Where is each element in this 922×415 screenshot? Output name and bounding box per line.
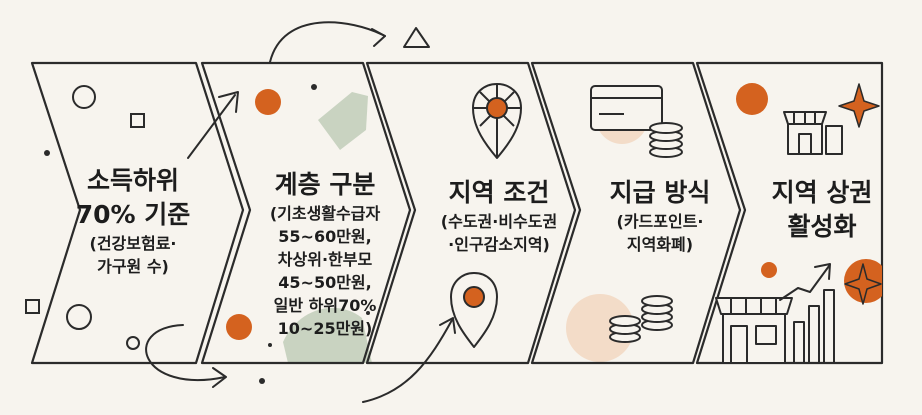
- sage-blob: [283, 307, 372, 363]
- orange-dot: [255, 89, 281, 115]
- outline-circle: [66, 304, 92, 330]
- step-5-title: 지역 상권: [771, 178, 873, 207]
- arrowhead: [439, 317, 456, 334]
- step-1-detail-line: 가구원 수): [97, 257, 169, 276]
- step-2-detail-line: 45~50만원,: [278, 273, 372, 292]
- step-1-label: 소득하위 70% 기준 (건강보험료· 가구원 수): [56, 164, 210, 278]
- storefront-icon: [783, 111, 843, 155]
- chevron-step-4: [530, 61, 742, 365]
- location-pin-icon: [450, 272, 498, 348]
- outline-circle: [72, 85, 96, 109]
- step-1-detail-line: (건강보험료·: [89, 234, 177, 253]
- storefront-icon: [715, 297, 793, 364]
- sage-blob: [318, 92, 368, 150]
- dot: [268, 343, 272, 347]
- step-2-detail-line: 차상위·한부모: [277, 250, 373, 269]
- outline-square: [25, 299, 40, 314]
- step-2-detail-line: (기초생활수급자: [269, 204, 381, 223]
- peach-blob: [566, 294, 634, 362]
- step-3-detail-line: (수도권·비수도권: [440, 212, 558, 231]
- sparkle-icon: [838, 83, 880, 128]
- dot: [311, 84, 317, 90]
- step-1-title-line-2: 70% 기준: [75, 200, 191, 229]
- arrowhead: [212, 367, 227, 388]
- curved-arrow-icon: [362, 319, 453, 403]
- step-2-detail-line: 55~60만원,: [278, 227, 372, 246]
- orange-dot: [226, 314, 252, 340]
- step-5-label: 지역 상권 활성화: [752, 176, 892, 244]
- step-4-detail-line: (카드포인트·: [616, 212, 704, 231]
- chevron-step-2: [200, 61, 412, 365]
- triangle-icon: [403, 27, 430, 48]
- chevron-step-3: [365, 61, 577, 365]
- credit-card-icon: [590, 85, 663, 131]
- step-4-title: 지급 방식: [609, 178, 711, 207]
- chevron-step-1: [30, 61, 245, 365]
- step-4-label: 지급 방식 (카드포인트· 지역화폐): [580, 176, 740, 256]
- outline-square: [130, 113, 145, 128]
- orange-dot: [761, 262, 777, 278]
- step-3-label: 지역 조건 (수도권·비수도권 ·인구감소지역): [418, 176, 580, 256]
- orange-dot: [736, 83, 768, 115]
- growth-chart-icon: [779, 263, 835, 364]
- curved-arrow-icon: [187, 94, 236, 159]
- step-2-detail-line: 일반 하위70%: [273, 296, 377, 315]
- dot: [366, 311, 370, 315]
- step-3-title: 지역 조건: [448, 178, 550, 207]
- curved-arrow-icon: [269, 21, 386, 63]
- outline-circle: [126, 336, 140, 350]
- coin-stack-icon: [609, 295, 673, 343]
- arrowhead: [371, 28, 386, 47]
- step-2-title: 계층 구분: [274, 170, 376, 199]
- coin-stack-icon: [649, 122, 683, 158]
- arrowhead: [218, 91, 239, 113]
- step-5-title-line-2: 활성화: [787, 212, 857, 241]
- dot: [259, 378, 265, 384]
- location-pin-icon: [472, 83, 522, 159]
- chevron-step-5: [695, 61, 884, 365]
- step-4-detail-line: 지역화폐): [626, 235, 694, 254]
- curved-arrow-icon: [145, 324, 226, 382]
- dot: [44, 150, 50, 156]
- step-3-detail-line: ·인구감소지역): [448, 235, 550, 254]
- step-2-detail-line: 10~25만원): [277, 319, 373, 338]
- step-1-title: 소득하위: [86, 166, 179, 195]
- step-2-label: 계층 구분 (기초생활수급자 55~60만원, 차상위·한부모 45~50만원,…: [240, 168, 410, 340]
- sparkle-icon: [844, 263, 882, 305]
